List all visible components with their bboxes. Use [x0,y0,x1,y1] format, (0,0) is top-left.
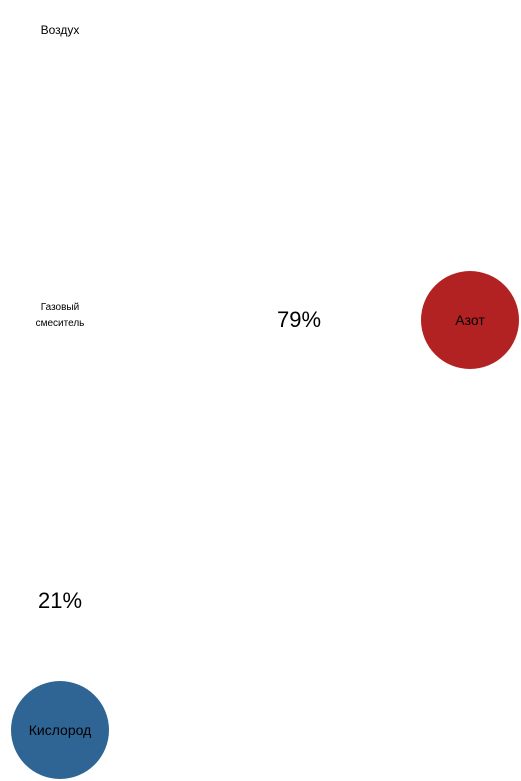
gas-mixer-label: Газовый смеситель [20,300,100,332]
oxygen-node: Кислород [11,681,109,779]
nitrogen-node: Азот [421,271,519,369]
oxygen-percent-label: 21% [37,588,83,613]
air-source-label: Воздух [40,23,80,37]
nitrogen-node-label: Азот [455,312,485,328]
nitrogen-percent-label: 79% [276,307,322,332]
gas-mixer-label-line2: смеситель [35,318,85,329]
oxygen-node-label: Кислород [28,722,92,738]
gas-mixer-label-line1: Газовый [40,302,80,313]
